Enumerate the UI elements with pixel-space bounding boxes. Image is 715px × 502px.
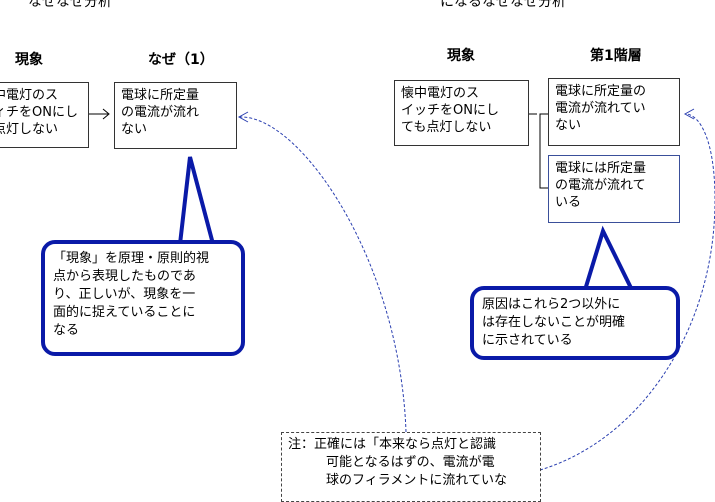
right-callout-tail (582, 225, 636, 292)
left-callout-line: なる (53, 323, 80, 338)
left-why-line: 電球に所定量 (121, 88, 200, 103)
right-branch1-line: 電球に所定量の (555, 84, 647, 99)
right-dashed-arrow (539, 113, 715, 471)
right-branch1-line: ない (555, 118, 582, 133)
left-phenomenon-line: 点灯しない (0, 122, 59, 137)
right-callout-line: は存在しないことが明確 (482, 315, 626, 330)
left-callout-tail (177, 156, 216, 246)
note-line: 注：正確には「本来なら点灯と認識 (288, 437, 497, 452)
left-why-box: 電球に所定量 の電流が流れ ない (114, 82, 237, 149)
right-top-title: になるなぜなぜ分析 (440, 0, 566, 10)
left-dashed-arrowhead (237, 111, 249, 123)
left-callout-line: 「現象」を原理・原則的視 (53, 251, 210, 266)
right-branch2-line: の電流が流れて (555, 178, 646, 193)
left-why-line: ない (121, 122, 148, 137)
left-solid-arrowhead (102, 108, 110, 120)
right-phenomenon-box: 懐中電灯のス イッチをONにし ても点灯しない (394, 80, 529, 146)
left-dashed-arrow (239, 116, 407, 433)
left-callout: 「現象」を原理・原則的視 点から表現したものであ り、正しいが、現象を一 面的に… (41, 240, 245, 356)
note-line: 球のフィラメントに流れていな (326, 473, 507, 488)
note-box: 注：正確には「本来なら点灯と認識 可能となるはずの、電流が電 球のフィラメントに… (281, 432, 541, 502)
right-phenomenon-line: イッチをONにし (401, 103, 499, 118)
right-tree-branch (539, 113, 548, 189)
left-phenomenon-line: ィチをONにし (0, 105, 78, 120)
right-heading-phenomenon: 現象 (447, 48, 475, 64)
right-dashed-arrowhead (683, 108, 695, 120)
right-branch2-line: いる (555, 195, 582, 210)
right-branch2-line: 電球には所定量 (555, 161, 647, 176)
left-phenomenon-line: 中電灯のス (0, 88, 59, 103)
right-branch1-line: 電流が流れてい (555, 101, 646, 116)
note-line: 可能となるはずの、電流が電 (326, 455, 495, 470)
right-callout: 原因はこれら2つ以外に は存在しないことが明確 に示されている (470, 286, 680, 360)
right-callout-line: 原因はこれら2つ以外に (482, 297, 621, 312)
left-top-title: なぜなぜ分析 (28, 0, 112, 10)
right-heading-level1: 第1階層 (590, 48, 642, 64)
left-callout-line: 面的に捉えていることに (53, 305, 196, 320)
left-heading-why: なぜ（1） (148, 52, 214, 68)
right-phenomenon-line: 懐中電灯のス (401, 86, 480, 101)
right-callout-line: に示されている (482, 333, 573, 348)
left-callout-line: り、正しいが、現象を一 (53, 287, 196, 302)
right-branch2-box: 電球には所定量 の電流が流れて いる (548, 155, 680, 223)
right-phenomenon-line: ても点灯しない (401, 120, 492, 135)
left-why-line: の電流が流れ (121, 105, 200, 120)
left-phenomenon-box: 中電灯のス ィチをONにし 点灯しない (0, 82, 89, 148)
left-callout-line: 点から表現したものであ (53, 269, 196, 284)
right-branch1-box: 電球に所定量の 電流が流れてい ない (548, 78, 680, 146)
left-heading-phenomenon: 現象 (15, 52, 43, 68)
